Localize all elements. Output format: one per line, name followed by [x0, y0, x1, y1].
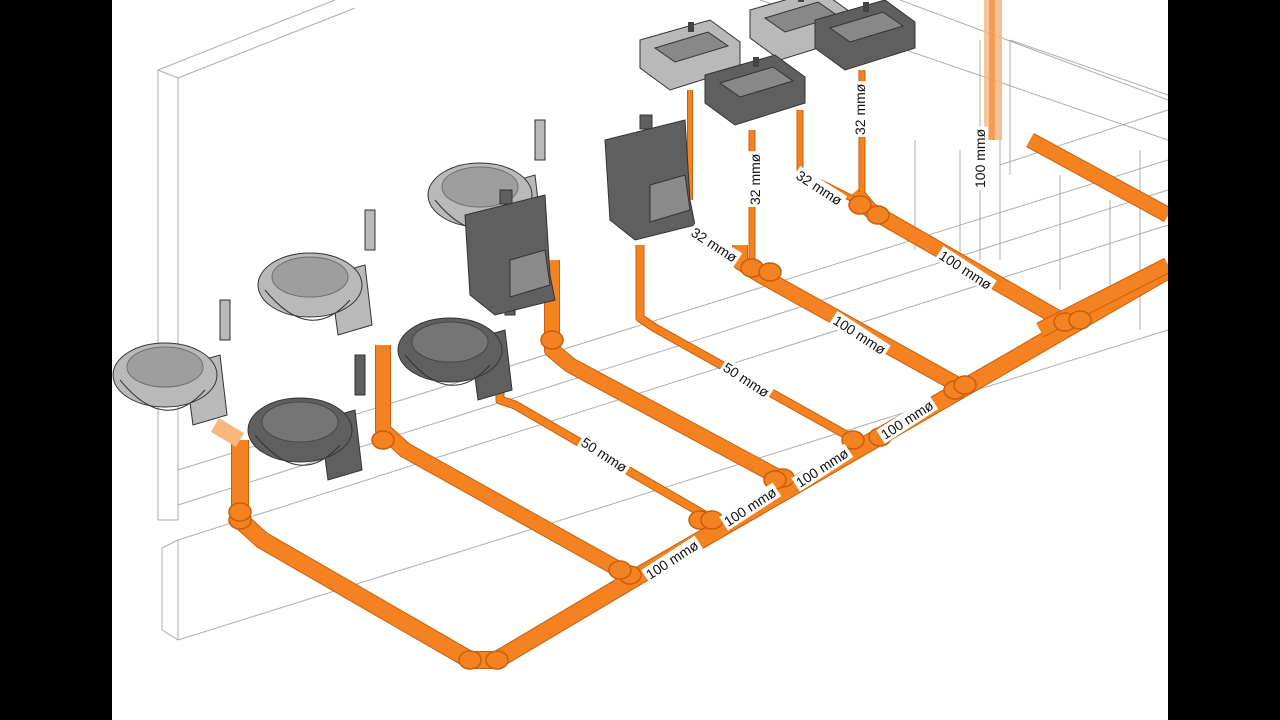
pipe-size-label: 100 mmø — [972, 128, 988, 188]
label-background — [828, 311, 891, 360]
faded-connector — [210, 418, 245, 447]
urinal-valve — [639, 114, 653, 130]
sink-basin — [653, 31, 730, 63]
sink-basin — [828, 11, 905, 43]
pipe-joint — [485, 650, 509, 670]
toilet-fixture — [247, 354, 366, 481]
label-background — [876, 395, 939, 444]
pipe-size-label: 100 mmø — [878, 397, 937, 443]
pipe-fittings — [228, 195, 1092, 670]
urinal-valve — [499, 189, 513, 205]
pipe-joint — [540, 330, 564, 350]
letterbox-left — [0, 0, 112, 720]
urinal-branch-pipe — [545, 260, 784, 485]
toilet-fixture — [112, 299, 231, 426]
label-background — [718, 358, 775, 402]
pipe-joint — [848, 195, 872, 215]
pipe-joint — [371, 430, 395, 450]
pipe-size-label: 50 mmø — [578, 434, 630, 476]
toilet-fixture — [257, 209, 376, 336]
urinal-basin — [509, 249, 551, 298]
wall-line — [177, 7, 356, 79]
label-background — [791, 166, 848, 210]
wall-line — [157, 0, 336, 71]
flush-valve — [534, 119, 546, 161]
toilet-bowl-edge — [264, 289, 351, 321]
toilet-seat — [126, 346, 204, 388]
vertical-stack-core — [989, 0, 995, 140]
toilet-bowl-edge — [254, 434, 341, 466]
toilet-seat — [261, 401, 339, 443]
top-right-pipe — [1026, 133, 1168, 222]
sink-fixture — [704, 54, 806, 126]
sink-faucet — [863, 2, 869, 12]
label-background — [791, 443, 854, 492]
sink-faucet — [753, 57, 759, 67]
sink-faucet — [798, 0, 804, 2]
pipe-size-label: 50 mmø — [720, 359, 772, 401]
sink-basin — [718, 66, 795, 98]
label-background — [576, 433, 633, 477]
flush-valve — [219, 299, 231, 341]
pipe-joint — [841, 430, 865, 450]
pipe-size-label: 32 mmø — [852, 83, 868, 135]
main-drain-pipe — [232, 263, 1168, 668]
sink-fixture — [814, 0, 916, 71]
pipe-joint — [458, 650, 482, 670]
pipe-joint — [700, 510, 724, 530]
urinal-fixture — [604, 114, 696, 241]
fixtures-foreground — [247, 0, 916, 481]
label-background — [934, 246, 997, 295]
wall-line — [177, 329, 1168, 641]
label-background — [686, 223, 743, 267]
flush-valve — [354, 354, 366, 396]
label-background — [747, 151, 763, 207]
letterbox-right — [1168, 0, 1280, 720]
label-background — [972, 126, 988, 190]
pipe-joint — [228, 502, 252, 522]
urinal-basin — [649, 174, 691, 223]
wall-line — [161, 539, 179, 549]
pipe-joint — [608, 560, 632, 580]
label-background — [852, 81, 868, 137]
wall-line — [161, 629, 179, 641]
flush-valve — [364, 209, 376, 251]
label-background — [641, 535, 704, 584]
label-background — [719, 482, 782, 531]
wall-line — [1009, 39, 1168, 96]
sink-faucet — [688, 22, 694, 32]
toilet-bowl-edge — [119, 379, 206, 411]
wall-line — [899, 0, 1168, 101]
toilet-bowl-edge — [404, 354, 491, 386]
toilet-seat — [441, 166, 519, 208]
wall-line — [157, 69, 179, 79]
toilet-seat — [411, 321, 489, 363]
drain-pipes — [210, 0, 1168, 669]
pipe-joint — [953, 375, 977, 395]
urinal-fixture — [464, 189, 556, 316]
pipe-joint — [758, 262, 782, 282]
pipe-joint — [1068, 310, 1092, 330]
pipe-joint — [866, 205, 890, 225]
wall-line — [999, 109, 1168, 166]
pipe-size-label: 32 mmø — [747, 153, 763, 205]
pipe-size-label: 32 mmø — [688, 224, 740, 266]
toilet-seat — [271, 256, 349, 298]
